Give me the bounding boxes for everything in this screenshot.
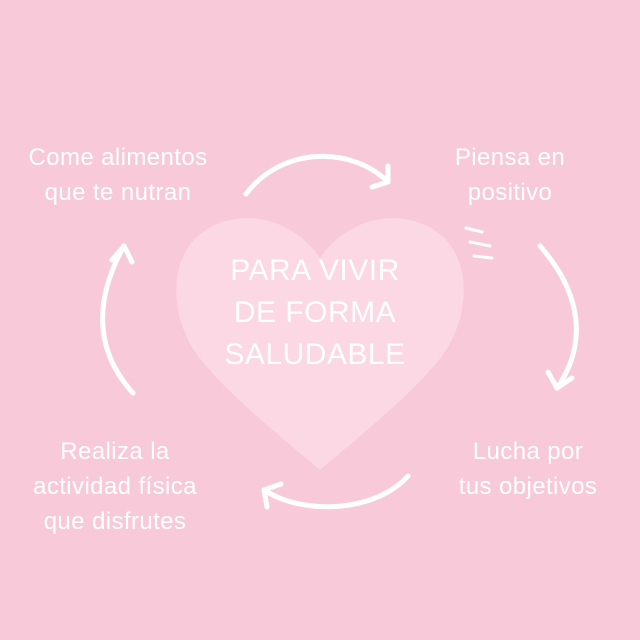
center-title-line: DE FORMA <box>233 296 397 329</box>
sparkle-lines-icon <box>464 226 494 260</box>
step-label-line: tus objetivos <box>458 473 598 500</box>
step-label-line: positivo <box>467 179 553 206</box>
arrow-left-icon <box>100 243 136 396</box>
arrow-right-icon <box>537 243 579 391</box>
center-title-line: SALUDABLE <box>224 338 406 371</box>
step-label-line: Piensa en <box>454 144 566 171</box>
step-label-line: actividad física <box>33 473 197 500</box>
heart-icon <box>176 218 464 470</box>
step-top-left: Come alimentos que te nutran <box>0 140 236 210</box>
center-title: PARA VIVIR DE FORMA SALUDABLE <box>190 250 440 376</box>
step-label-line: que disfrutes <box>43 508 187 535</box>
step-label-line: que te nutran <box>44 179 192 206</box>
step-bottom-left: Realiza la actividad física que disfrute… <box>0 434 230 539</box>
arrow-top-icon <box>243 153 391 197</box>
step-label-line: Lucha por <box>472 438 584 465</box>
step-label-line: Realiza la <box>60 438 170 465</box>
step-top-right: Piensa en positivo <box>420 140 600 210</box>
step-label-line: Come alimentos <box>28 144 208 171</box>
center-title-line: PARA VIVIR <box>230 254 400 287</box>
arrow-bottom-icon <box>261 473 411 510</box>
step-bottom-right: Lucha por tus objetivos <box>426 434 630 504</box>
